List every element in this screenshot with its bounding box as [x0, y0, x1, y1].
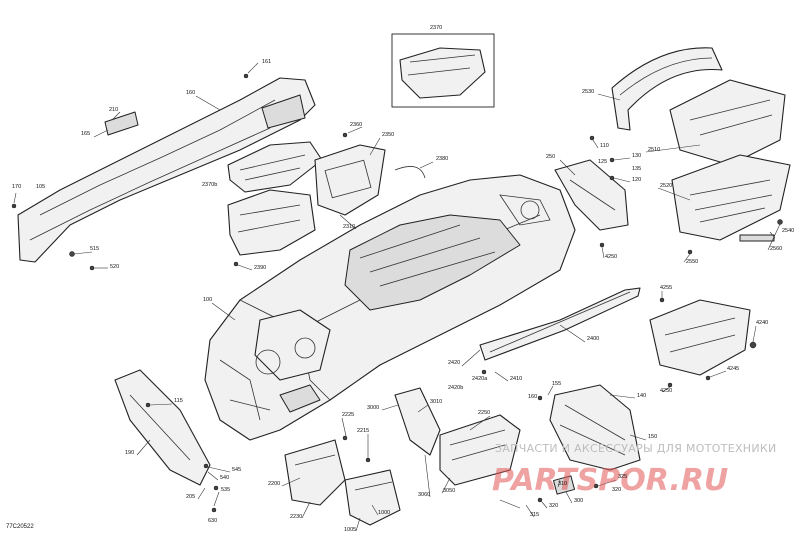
callout-190: 190 — [125, 450, 134, 456]
callout-2310: 2310 — [343, 224, 355, 230]
callout-540: 540 — [220, 475, 229, 481]
callout-2410: 2410 — [510, 376, 522, 382]
upper-storage-tray — [669, 79, 786, 166]
gauge-bezel — [314, 144, 386, 216]
storage-strip — [739, 234, 775, 242]
callout-2550: 2550 — [686, 259, 698, 265]
glovebox-bin — [227, 189, 316, 256]
lower-center-panel-left — [284, 439, 346, 506]
right-lower-panel — [649, 299, 751, 376]
callout-4245: 4245 — [727, 366, 739, 372]
callout-105: 105 — [36, 184, 45, 190]
callout-320: 320 — [549, 503, 558, 509]
callout-2420a: 2420a — [472, 376, 488, 382]
callout-115: 115 — [174, 398, 183, 404]
callout-2360: 2360 — [350, 122, 362, 128]
callout-2510: 2510 — [648, 147, 660, 153]
watermark-line1: ЗАПЧАСТИ И АКСЕССУАРЫ ДЛЯ МОТОТЕХНИКИ — [495, 442, 777, 455]
callout-2225: 2225 — [342, 412, 354, 418]
callout-300: 300 — [574, 498, 583, 504]
lower-center-panel-right — [344, 469, 401, 526]
grab-handle — [611, 47, 723, 131]
callout-320: 320 — [612, 487, 621, 493]
callout-160: 160 — [186, 90, 195, 96]
callout-3060: 3060 — [418, 492, 430, 498]
callout-labels: 161 160 210 165 170 105 515 520 2370 2360 2350 2380… — [12, 25, 794, 533]
callout-2380: 2380 — [436, 156, 448, 162]
callout-2530: 2530 — [582, 89, 594, 95]
callout-100: 100 — [203, 297, 212, 303]
callout-2350: 2350 — [382, 132, 394, 138]
callout-110: 110 — [600, 143, 609, 149]
callout-325: 325 — [618, 474, 627, 480]
storage-basket — [671, 154, 791, 241]
diagram-reference: 77C20522 — [6, 524, 34, 530]
callout-4255: 4255 — [660, 285, 672, 291]
callout-2250: 2250 — [478, 410, 490, 416]
callout-2540: 2540 — [782, 228, 794, 234]
callout-535: 535 — [221, 487, 230, 493]
dashboard-main-body — [204, 174, 576, 441]
watermark-line2: PARTSPOR.RU — [492, 463, 728, 498]
callout-315: 315 — [530, 512, 539, 518]
leader-lines — [13, 62, 781, 532]
callout-165: 165 — [81, 131, 90, 137]
callout-2215: 2215 — [357, 428, 369, 434]
callout-3050: 3050 — [443, 488, 455, 494]
callout-2230: 2230 — [290, 514, 302, 520]
callout-130: 130 — [632, 153, 641, 159]
callout-161: 161 — [262, 59, 271, 65]
console-trim — [394, 387, 521, 486]
callout-4250: 4250 — [605, 254, 617, 260]
callout-2390: 2390 — [254, 265, 266, 271]
callout-1005: 1005 — [344, 527, 356, 533]
callout-520: 520 — [110, 264, 119, 270]
callout-1000: 1000 — [378, 510, 390, 516]
switch-module — [552, 475, 576, 495]
callout-2520: 2520 — [660, 183, 672, 189]
glovebox-lid — [227, 141, 323, 193]
callout-140: 140 — [637, 393, 646, 399]
callout-125: 125 — [598, 159, 607, 165]
callout-155: 155 — [552, 381, 561, 387]
callout-250: 250 — [546, 154, 555, 160]
callout-3010: 3010 — [430, 399, 442, 405]
callout-205: 205 — [186, 494, 195, 500]
callout-2370: 2370 — [430, 25, 442, 31]
cross-beam — [479, 287, 641, 361]
left-lower-side-panel — [114, 369, 211, 486]
callout-2420: 2420 — [448, 360, 460, 366]
callout-2370b: 2370b — [202, 182, 217, 188]
callout-2400: 2400 — [587, 336, 599, 342]
callout-135: 135 — [632, 166, 641, 172]
right-side-bracket — [554, 159, 629, 231]
callout-2420b: 2420b — [448, 385, 463, 391]
seal-ring — [394, 166, 426, 179]
right-side-panel — [549, 384, 641, 471]
left-upper-rail — [17, 77, 316, 263]
callout-2200: 2200 — [268, 481, 280, 487]
callout-150: 150 — [648, 434, 657, 440]
callout-4240: 4240 — [756, 320, 768, 326]
callout-2560: 2560 — [770, 246, 782, 252]
callout-120: 120 — [632, 177, 641, 183]
callout-630: 630 — [208, 518, 217, 524]
fasteners — [11, 73, 783, 513]
callout-160: 160 — [528, 394, 537, 400]
storage-cover-box-group — [391, 33, 495, 108]
callout-3000: 3000 — [367, 405, 379, 411]
callout-4250: 4250 — [660, 388, 672, 394]
callout-210: 210 — [109, 107, 118, 113]
callout-310: 310 — [558, 481, 567, 487]
callout-515: 515 — [90, 246, 99, 252]
callout-545: 545 — [232, 467, 241, 473]
callout-170: 170 — [12, 184, 21, 190]
